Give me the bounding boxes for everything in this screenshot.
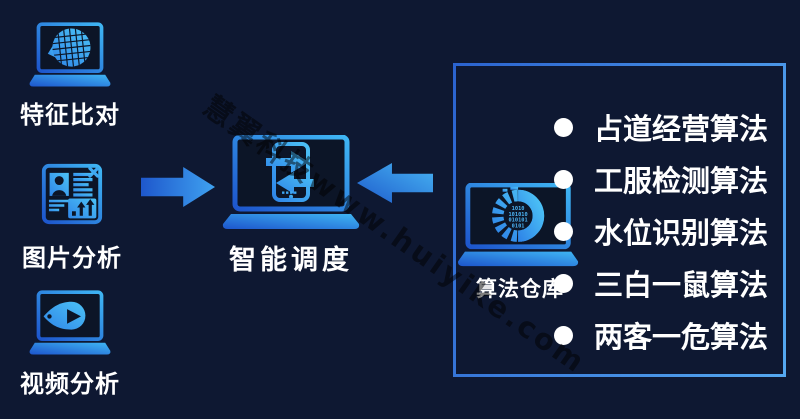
algorithm-item-label: 占道经营算法 <box>594 112 769 146</box>
algorithm-item: 三白一鼠算法 <box>554 266 768 302</box>
bullet-dot-icon <box>554 117 573 137</box>
feature-label-image-analysis: 图片分析 <box>22 244 122 272</box>
bullet-dot-icon <box>554 273 573 293</box>
image-analysis-card-icon <box>41 163 103 225</box>
video-analysis-laptop-icon <box>29 290 111 355</box>
feature-block-image-analysis: 图片分析 <box>2 162 142 273</box>
algorithm-item: 两客一危算法 <box>554 318 768 354</box>
arrow-left-icon <box>357 163 433 203</box>
algorithm-item-label: 三白一鼠算法 <box>594 268 769 302</box>
bullet-dot-icon <box>554 221 573 241</box>
algorithm-item: 占道经营算法 <box>554 110 768 146</box>
dispatch-node: 智能调度 <box>221 135 361 277</box>
feature-block-face-compare: 特征比对 <box>0 22 140 130</box>
svg-text:010101: 010101 <box>508 218 527 224</box>
algorithm-warehouse-laptop-icon: 1010 101010 010101 0101 <box>458 183 579 267</box>
bullet-dot-icon <box>554 325 573 345</box>
arrow-right-icon <box>141 167 215 207</box>
algorithm-item-label: 工服检测算法 <box>594 164 769 198</box>
feature-label-face-compare: 特征比对 <box>20 101 120 129</box>
warehouse-label: 算法仓库 <box>476 277 564 301</box>
algorithm-item-label: 两客一危算法 <box>594 320 769 354</box>
feature-block-video-analysis: 视频分析 <box>0 290 140 399</box>
dispatch-label: 智能调度 <box>229 245 353 276</box>
feature-label-video-analysis: 视频分析 <box>20 370 120 398</box>
algorithm-warehouse-box: 1010 101010 010101 0101 算法仓库 占道经营算法 工服检测… <box>453 63 786 377</box>
algorithm-list: 占道经营算法 工服检测算法 水位识别算法 三白一鼠算法 两客一危算法 <box>554 110 768 370</box>
svg-text:0101: 0101 <box>512 223 525 229</box>
bullet-dot-icon <box>554 169 573 189</box>
algorithm-item: 工服检测算法 <box>554 162 768 198</box>
face-compare-laptop-icon <box>29 22 111 87</box>
smart-dispatch-laptop-icon <box>222 135 360 229</box>
svg-text:101010: 101010 <box>508 212 527 218</box>
algorithm-item-label: 水位识别算法 <box>594 216 769 250</box>
svg-text:1010: 1010 <box>512 206 525 212</box>
algorithm-item: 水位识别算法 <box>554 214 768 250</box>
